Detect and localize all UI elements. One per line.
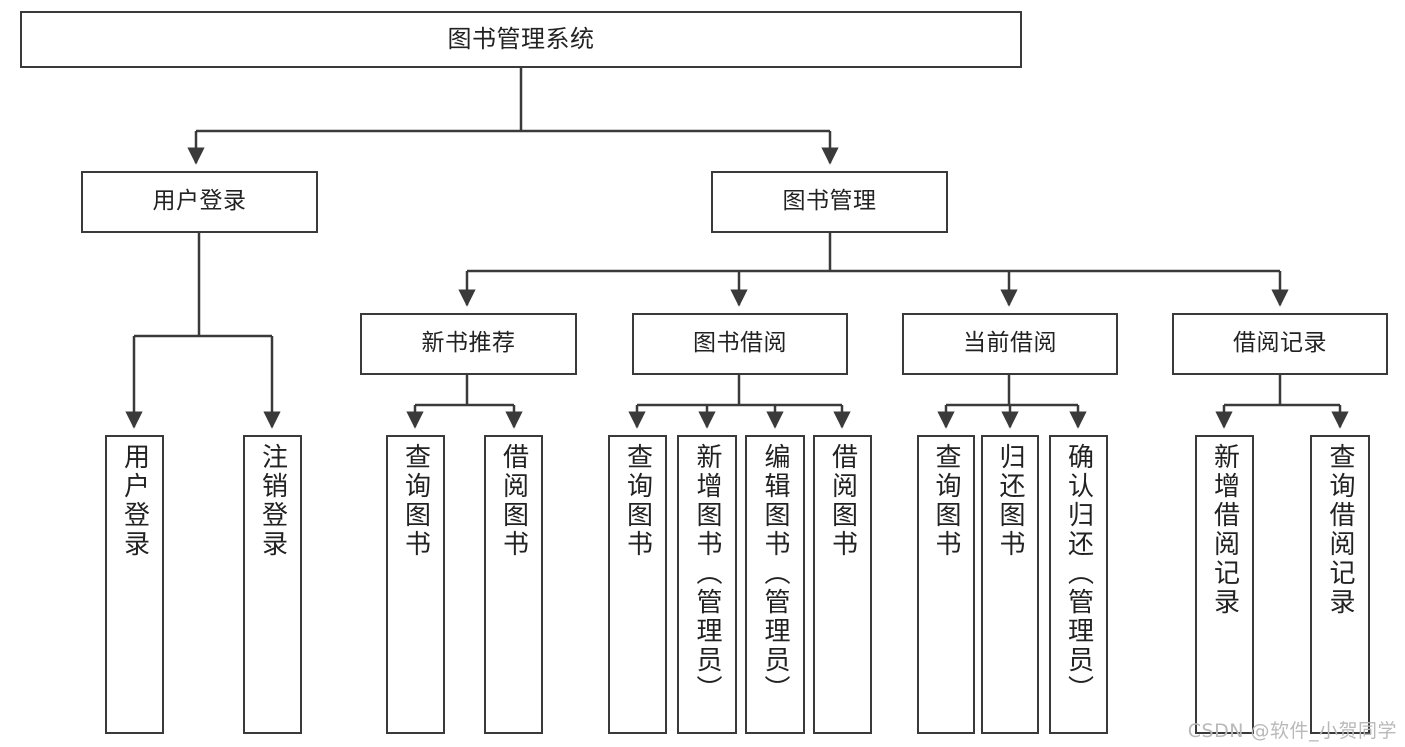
node-label: 借阅图书 bbox=[827, 443, 858, 559]
leaf-logout-login[interactable]: 注销登录 bbox=[243, 435, 302, 734]
leaf-add-book[interactable]: 新增图书（管理员） bbox=[677, 435, 737, 734]
leaf-confirm-return[interactable]: 确认归还（管理员） bbox=[1049, 435, 1108, 734]
leaf-borrow-book[interactable]: 借阅图书 bbox=[813, 435, 872, 734]
node-label: 图书管理系统 bbox=[447, 25, 595, 54]
node-label: 用户登录 bbox=[152, 188, 247, 215]
leaf-query-book-current[interactable]: 查询图书 bbox=[917, 435, 975, 734]
leaf-return-book[interactable]: 归还图书 bbox=[981, 435, 1039, 734]
leaf-borrow-book-recommend[interactable]: 借阅图书 bbox=[484, 435, 543, 734]
node-label: 新书推荐 bbox=[421, 330, 516, 357]
node-book-borrow[interactable]: 图书借阅 bbox=[632, 313, 848, 375]
node-label: 查询图书 bbox=[400, 443, 431, 559]
node-label: 注销登录 bbox=[257, 443, 288, 559]
node-root-system[interactable]: 图书管理系统 bbox=[20, 11, 1022, 68]
node-current-borrow[interactable]: 当前借阅 bbox=[902, 313, 1118, 375]
node-new-book-recommend[interactable]: 新书推荐 bbox=[360, 313, 577, 375]
leaf-query-book-borrow[interactable]: 查询图书 bbox=[608, 435, 667, 734]
node-label: 查询借阅记录 bbox=[1325, 443, 1355, 617]
node-label: 查询图书 bbox=[931, 443, 961, 559]
node-label: 编辑图书（管理员） bbox=[760, 443, 790, 704]
node-label: 借阅记录 bbox=[1233, 330, 1327, 357]
node-book-manage[interactable]: 图书管理 bbox=[711, 171, 948, 233]
leaf-add-borrow-record[interactable]: 新增借阅记录 bbox=[1195, 435, 1254, 734]
node-label: 查询图书 bbox=[622, 443, 653, 559]
leaf-edit-book[interactable]: 编辑图书（管理员） bbox=[745, 435, 805, 734]
leaf-user-login[interactable]: 用户登录 bbox=[105, 435, 164, 734]
node-label: 新增图书（管理员） bbox=[692, 443, 722, 704]
leaf-query-borrow-record[interactable]: 查询借阅记录 bbox=[1310, 435, 1370, 734]
node-label: 新增借阅记录 bbox=[1209, 443, 1240, 617]
node-label: 确认归还（管理员） bbox=[1063, 443, 1094, 704]
node-label: 图书管理 bbox=[782, 188, 877, 215]
node-label: 用户登录 bbox=[119, 443, 150, 559]
node-borrow-record[interactable]: 借阅记录 bbox=[1172, 313, 1388, 375]
node-label: 归还图书 bbox=[995, 443, 1025, 559]
node-label: 当前借阅 bbox=[963, 330, 1057, 357]
leaf-query-book-recommend[interactable]: 查询图书 bbox=[386, 435, 445, 734]
node-label: 借阅图书 bbox=[498, 443, 529, 559]
node-user-login[interactable]: 用户登录 bbox=[81, 171, 318, 233]
node-label: 图书借阅 bbox=[693, 330, 787, 357]
